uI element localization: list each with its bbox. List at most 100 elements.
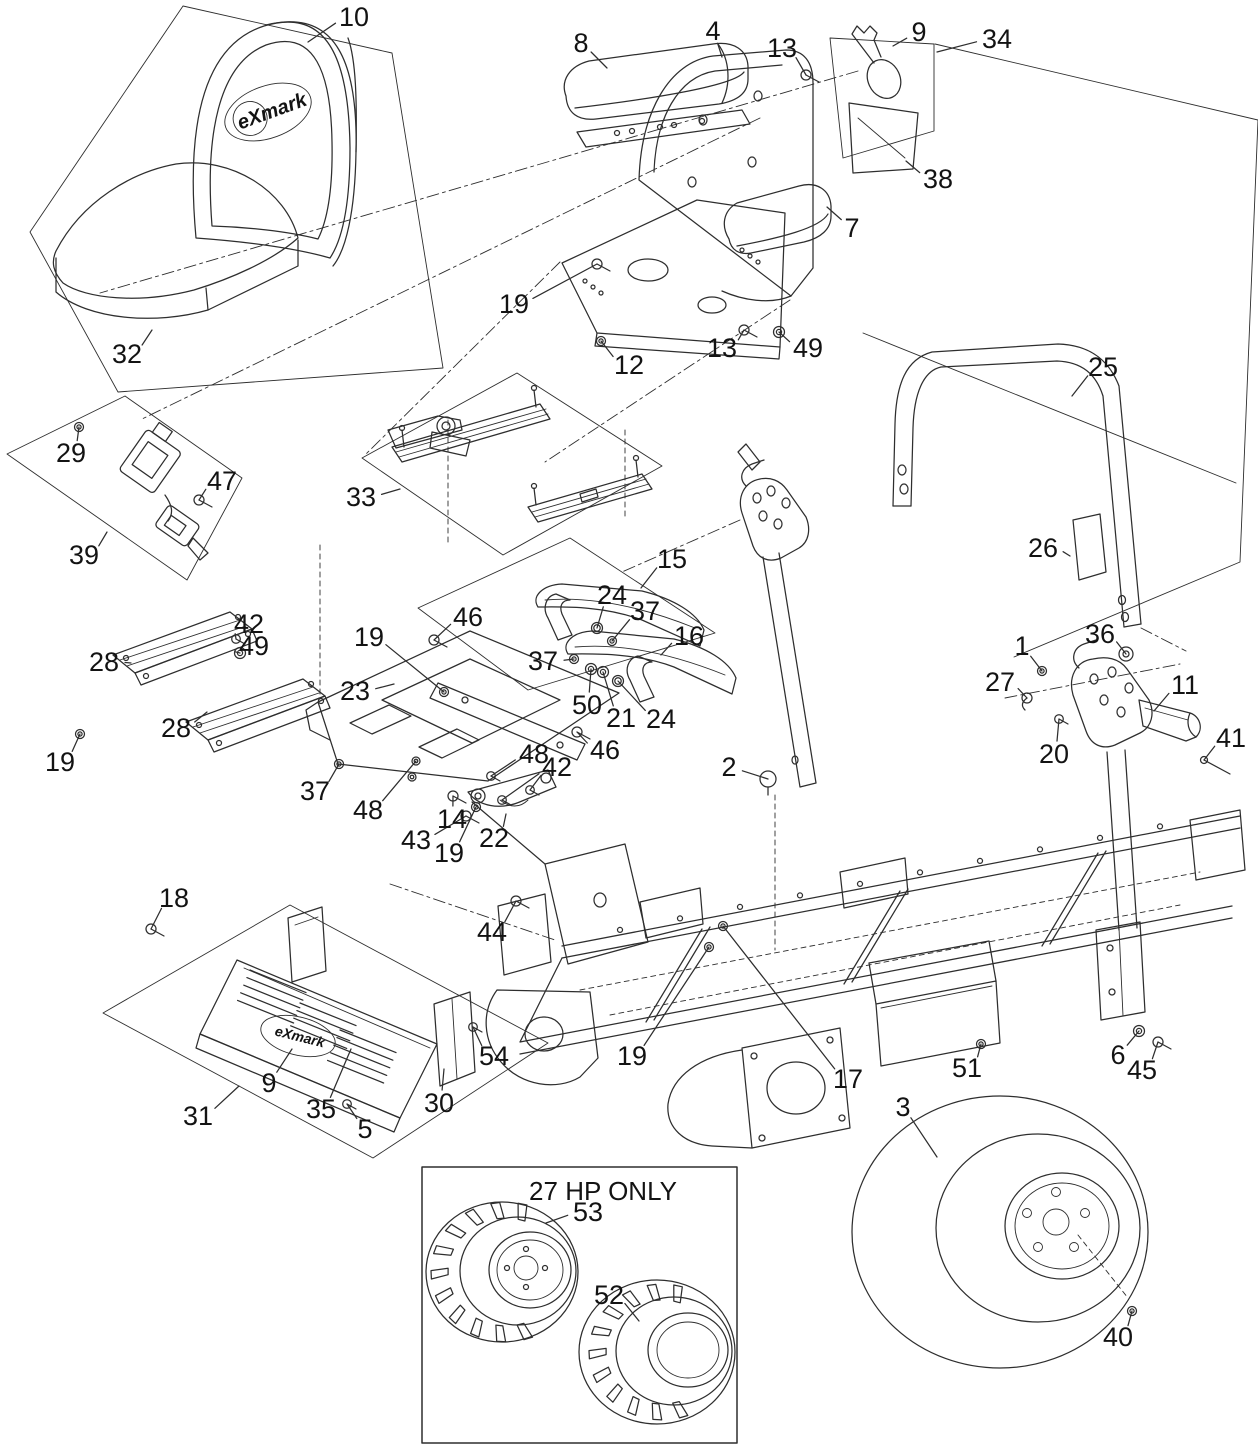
callout-9: 9 (892, 17, 927, 47)
callout-number-51: 51 (952, 1053, 982, 1083)
slider-rails (387, 384, 653, 523)
callout-number-22: 22 (479, 823, 509, 853)
callout-27: 27 (985, 667, 1033, 711)
callout-number-1: 1 (1014, 631, 1029, 661)
seat-back-frame (638, 49, 814, 297)
callout-number-35: 35 (306, 1094, 336, 1124)
callout-51: 51 (952, 1038, 987, 1083)
callout-number-37: 37 (630, 596, 660, 626)
callout-number-17: 17 (833, 1064, 863, 1094)
callout-number-14: 14 (437, 804, 467, 834)
callout-19: 19 (45, 728, 86, 777)
callout-18: 18 (145, 883, 189, 937)
callout-22: 22 (479, 813, 509, 853)
seat-back-frame-foot (721, 290, 792, 302)
callout-42: 42 (231, 609, 264, 645)
callout-5: 5 (342, 1099, 373, 1144)
rail-2 (527, 473, 653, 523)
seat-back-inner (209, 40, 333, 240)
callout-number-21: 21 (606, 703, 636, 733)
callout-number-37: 37 (528, 646, 558, 676)
inset-box-title: 27 HP ONLY (529, 1176, 677, 1206)
seat-back-shell2 (347, 37, 357, 153)
callout-12: 12 (595, 335, 644, 380)
rear-tire (851, 1095, 1149, 1369)
callout-15: 15 (640, 544, 687, 589)
callout-46: 46 (428, 602, 483, 648)
callout-44: 44 (477, 895, 530, 947)
callout-number-39: 39 (69, 540, 99, 570)
rops-pivot-right (1071, 639, 1201, 748)
callout-number-18: 18 (159, 883, 189, 913)
callout-number-38: 38 (923, 164, 953, 194)
callout-number-20: 20 (1039, 739, 1069, 769)
callout-41: 41 (1199, 723, 1246, 775)
ignition-key (851, 25, 902, 99)
callout-50: 50 (572, 662, 602, 720)
callout-52: 52 (594, 1280, 640, 1322)
explosion-planes (6, 5, 1258, 1159)
main-frame (467, 769, 1246, 1149)
callout-number-29: 29 (56, 438, 86, 468)
callout-17: 17 (717, 920, 863, 1094)
callout-number-7: 7 (844, 213, 859, 243)
callout-37: 37 (528, 646, 580, 676)
callout-25: 25 (1071, 352, 1118, 397)
callout-20: 20 (1039, 714, 1069, 769)
callout-23: 23 (340, 676, 395, 706)
callout-11: 11 (1153, 670, 1199, 712)
callout-number-11: 11 (1171, 670, 1199, 700)
callout-34: 34 (936, 24, 1012, 54)
callout-number-25: 25 (1088, 352, 1118, 382)
callout-13: 13 (707, 324, 758, 363)
callout-48: 48 (353, 756, 421, 825)
callout-31: 31 (183, 1085, 240, 1131)
callout-35: 35 (306, 1048, 352, 1124)
callout-number-23: 23 (340, 676, 370, 706)
armrest-left-line (574, 71, 745, 109)
hidden-lines (319, 419, 1201, 1299)
cross-strap (429, 682, 586, 761)
callout-46: 46 (571, 726, 620, 765)
callout-number-37: 37 (300, 776, 330, 806)
callout-number-44: 44 (477, 917, 507, 947)
callout-number-16: 16 (674, 621, 704, 651)
rail-1 (391, 403, 551, 463)
callout-number-52: 52 (594, 1280, 624, 1310)
callout-number-43: 43 (401, 825, 431, 855)
armrest-right-line (736, 213, 829, 247)
seat-frame-assembly (561, 25, 935, 360)
callout-number-8: 8 (573, 28, 588, 58)
armrest-left-cap (717, 43, 729, 104)
callout-number-42: 42 (234, 609, 264, 639)
callout-number-9: 9 (261, 1068, 276, 1098)
callout-16: 16 (660, 621, 704, 656)
tire-52 (578, 1279, 736, 1425)
callout-number-46: 46 (453, 602, 483, 632)
callout-number-48: 48 (353, 795, 383, 825)
callout-38: 38 (905, 160, 953, 194)
callout-19: 19 (434, 801, 482, 868)
callout-number-5: 5 (357, 1114, 372, 1144)
callout-number-9: 9 (911, 17, 926, 47)
rops-bar (892, 343, 1146, 1021)
callout-28: 28 (89, 647, 132, 677)
callout-19: 19 (499, 258, 611, 319)
callout-number-10: 10 (339, 2, 369, 32)
seat-pan-lip (594, 332, 781, 360)
decal-38 (848, 102, 919, 174)
callout-number-42: 42 (542, 752, 572, 782)
callout-number-45: 45 (1127, 1055, 1157, 1085)
wheel-53 (425, 1201, 579, 1343)
callout-30: 30 (424, 1068, 454, 1118)
callout-19: 19 (617, 941, 715, 1071)
callout-number-24: 24 (646, 704, 676, 734)
callout-6: 6 (1110, 1024, 1146, 1070)
callout-number-6: 6 (1110, 1040, 1125, 1070)
callout-28: 28 (161, 711, 208, 743)
seat-belt-assembly (119, 421, 209, 561)
callout-number-32: 32 (112, 339, 142, 369)
side-panel-30 (433, 991, 476, 1087)
